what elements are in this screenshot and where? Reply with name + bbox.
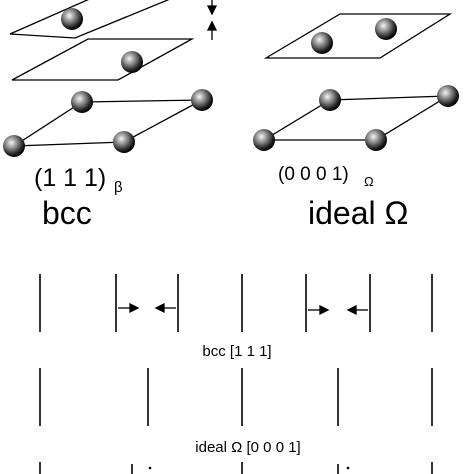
left-arrow-icon <box>154 302 165 314</box>
bcc-bottom-plane <box>11 99 203 147</box>
omega-top-plane-atom <box>375 18 397 40</box>
bcc-atom <box>113 131 135 153</box>
left-arrow-icon <box>346 304 357 316</box>
bcc-plane-subscript: β <box>114 179 123 196</box>
bcc-plane-label: (1 1 1) <box>34 164 106 192</box>
omega-structure-label: ideal Ω <box>308 195 408 231</box>
omega-top-plane <box>263 13 453 59</box>
bcc-atom <box>3 135 25 157</box>
bcc-top-plane <box>9 0 170 39</box>
omega-stacking-caption: ideal Ω [0 0 0 1] <box>195 439 300 456</box>
bcc-atom <box>71 91 93 113</box>
omega-plane-subscript: Ω <box>364 174 374 189</box>
omega-atom <box>319 89 341 111</box>
omega-stacking-row <box>39 368 433 426</box>
right-arrow-icon <box>129 302 140 314</box>
bcc-stacking-caption: bcc [1 1 1] <box>202 343 271 360</box>
omega-bottom-plane <box>261 95 451 141</box>
bcc-shift-arrows <box>118 302 368 316</box>
down-arrow-icon <box>206 5 218 16</box>
bcc-structure-label: bcc <box>42 195 92 231</box>
up-arrow-icon <box>206 20 218 31</box>
bcc-top-plane-atom <box>61 8 83 30</box>
omega-atom <box>253 129 275 151</box>
plane-shift-arrows <box>206 0 218 40</box>
omega-top-plane-atom <box>311 32 333 54</box>
bcc-atom <box>191 89 213 111</box>
bcc-middle-plane-atom <box>121 51 143 73</box>
cropped-stacking-row <box>39 462 433 474</box>
bcc-plane-stack <box>3 0 213 157</box>
bcc-middle-plane <box>11 38 195 81</box>
omega-atom <box>437 85 459 107</box>
bcc-stacking-row <box>39 274 433 332</box>
right-arrow-icon <box>319 304 330 316</box>
omega-atom <box>365 129 387 151</box>
omega-plane-stack <box>253 13 459 151</box>
cropped-row-markers <box>148 466 350 470</box>
omega-plane-label: (0 0 0 1) <box>278 164 349 185</box>
